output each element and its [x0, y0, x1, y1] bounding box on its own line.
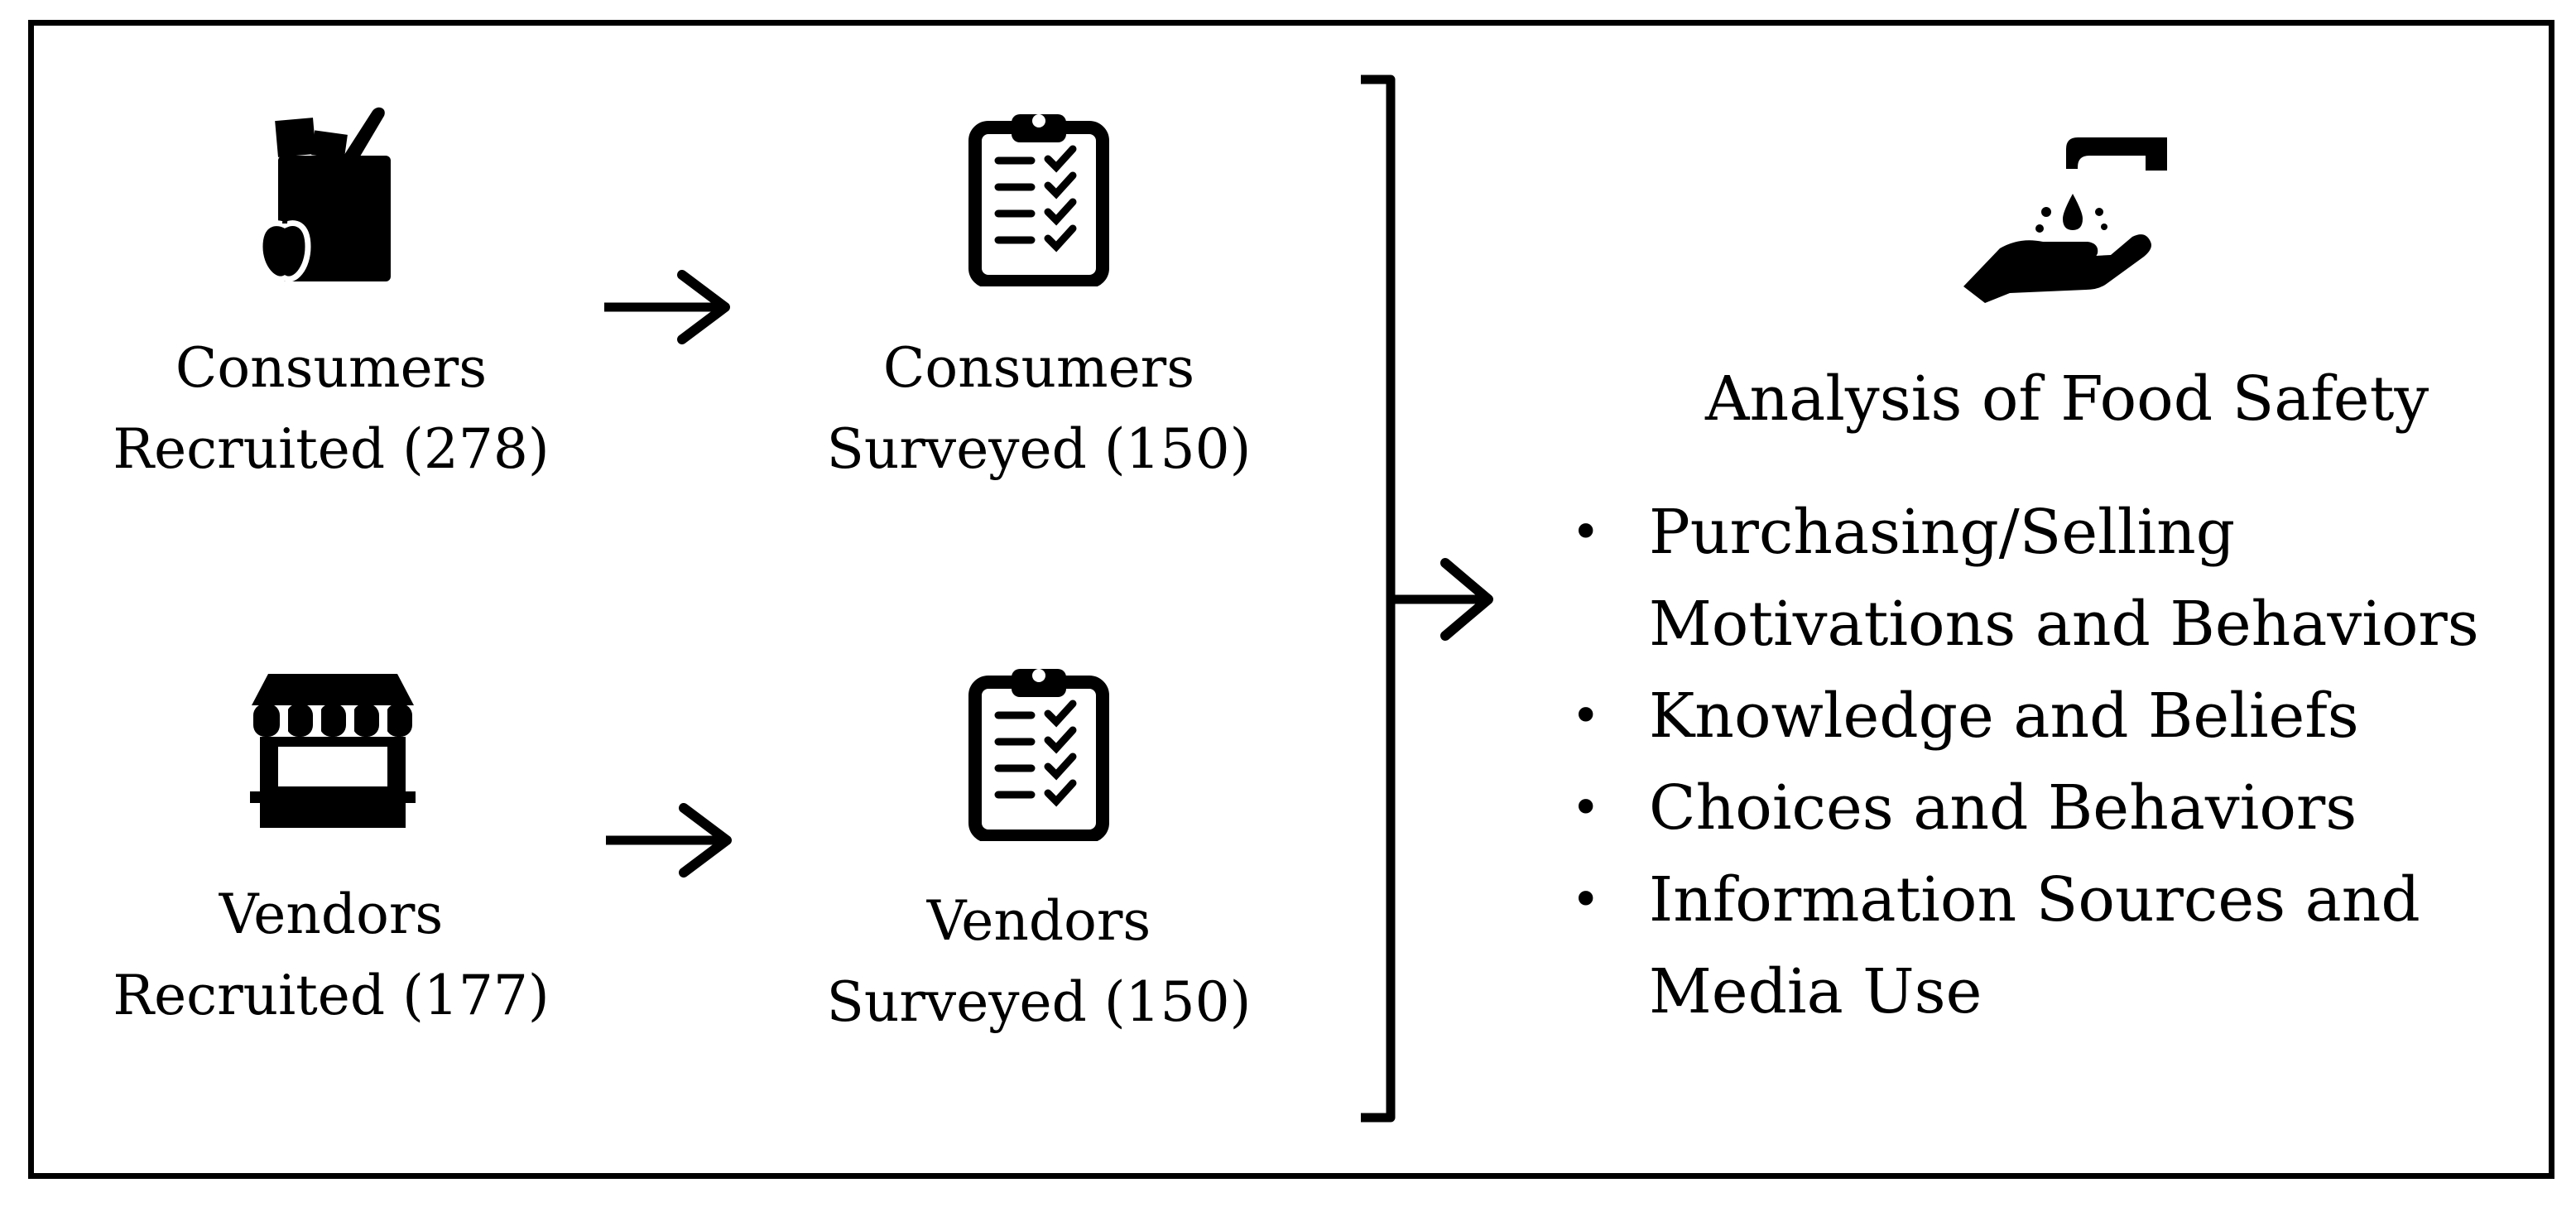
- vendors-recruited-label-line1: Vendors: [219, 882, 444, 946]
- list-item-line2: Media Use: [1649, 956, 1982, 1027]
- consumers-recruited-label-line2: Recruited (278): [113, 417, 550, 481]
- vendors-surveyed-label-line2: Surveyed (150): [826, 970, 1252, 1034]
- bullet-marker: •: [1571, 687, 1601, 745]
- hand-washing-icon: [1963, 137, 2167, 303]
- list-item: • Choices and Behaviors: [1556, 762, 2479, 854]
- consumers-recruited-node: Consumers Recruited (278): [99, 328, 563, 490]
- bullet-marker: •: [1571, 871, 1601, 929]
- bullet-marker: •: [1571, 779, 1601, 837]
- consumers-surveyed-label-line2: Surveyed (150): [826, 417, 1252, 481]
- bullet-marker: •: [1571, 503, 1601, 561]
- vendors-recruited-node: Vendors Recruited (177): [99, 874, 563, 1036]
- analysis-topics-list: • Purchasing/Selling Motivations and Beh…: [1556, 487, 2479, 1038]
- vendors-recruited-label-line2: Recruited (177): [113, 964, 550, 1027]
- list-item: • Information Sources and Media Use: [1556, 854, 2479, 1038]
- list-item: • Purchasing/Selling Motivations and Beh…: [1556, 487, 2479, 671]
- market-stall-icon: [250, 674, 416, 828]
- consumers-recruited-label-line1: Consumers: [175, 336, 488, 400]
- grocery-bag-icon: [257, 107, 391, 282]
- analysis-title: Analysis of Food Safety: [1705, 363, 2429, 435]
- list-item-line1: Knowledge and Beliefs: [1649, 680, 2359, 752]
- list-item-line1: Choices and Behaviors: [1649, 772, 2357, 844]
- list-item-line1: Purchasing/Selling: [1649, 497, 2236, 568]
- arrow-consumers-recruited-to-surveyed: [604, 270, 730, 344]
- consumers-surveyed-node: Consumers Surveyed (150): [807, 328, 1271, 490]
- list-item-line1: Information Sources and: [1649, 864, 2420, 935]
- clipboard-checklist-icon: [968, 114, 1109, 286]
- arrow-vendors-recruited-to-surveyed: [606, 803, 732, 878]
- list-item-line2: Motivations and Behaviors: [1649, 589, 2479, 660]
- vendors-surveyed-label-line1: Vendors: [926, 889, 1151, 953]
- diagram-frame: [28, 20, 2554, 1179]
- consumers-surveyed-label-line1: Consumers: [882, 336, 1195, 400]
- vendors-surveyed-node: Vendors Surveyed (150): [807, 881, 1271, 1043]
- bracket-merge-arrow: [1361, 75, 1493, 1123]
- list-item: • Knowledge and Beliefs: [1556, 671, 2479, 762]
- clipboard-checklist-icon: [968, 669, 1109, 841]
